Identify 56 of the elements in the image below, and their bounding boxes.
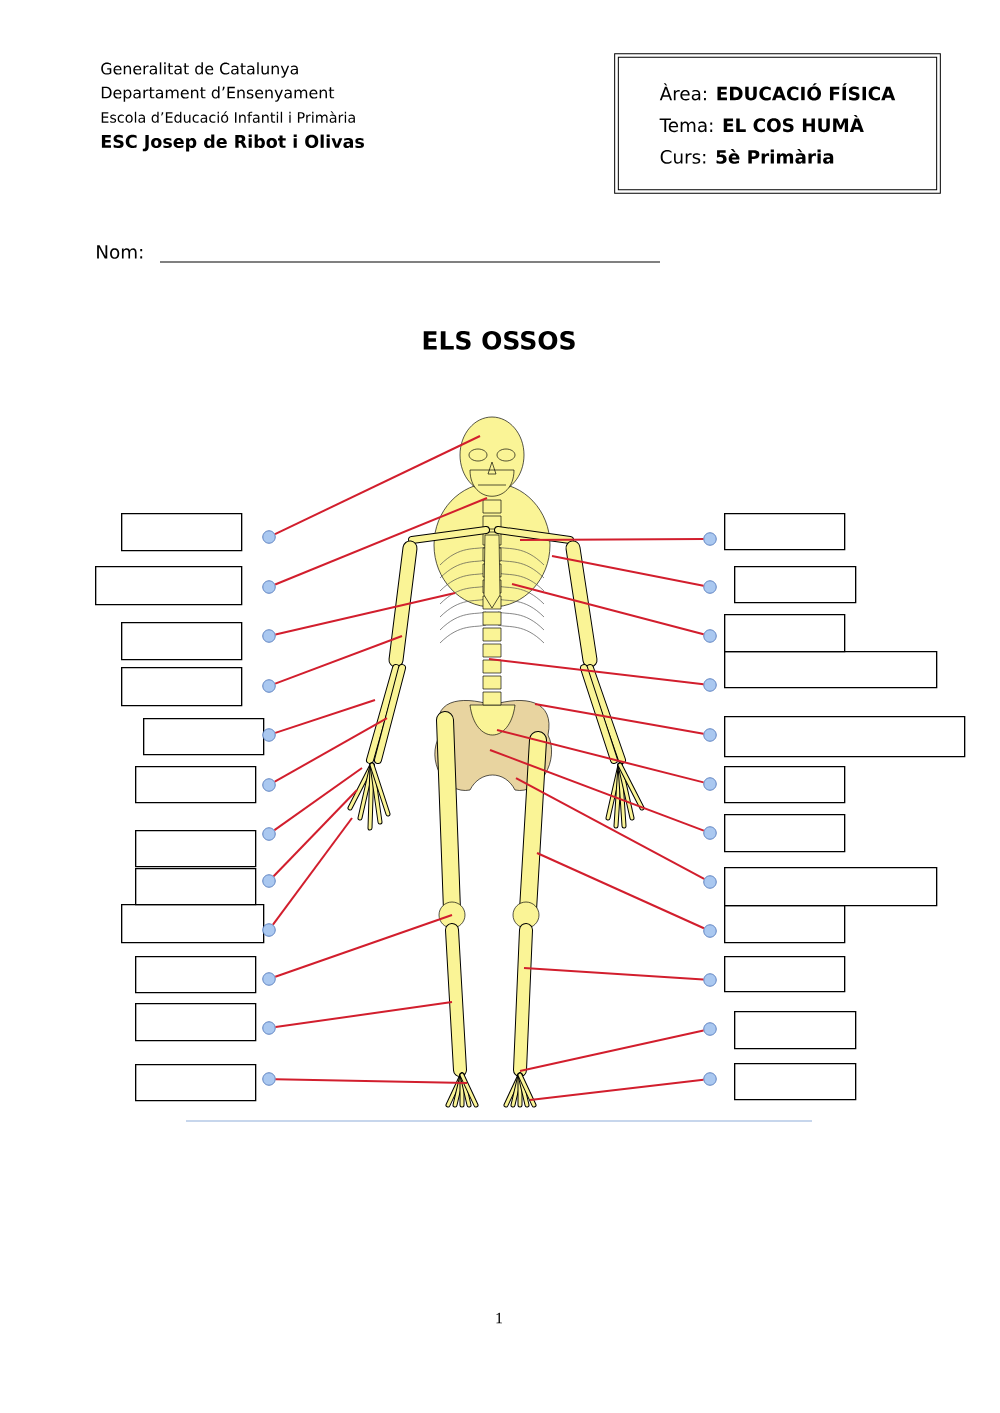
leader-line (274, 497, 488, 586)
answer-box (121, 667, 243, 707)
leader-line (274, 914, 453, 978)
leader-line (496, 729, 705, 784)
header-text: Departament d’Ensenyament (101, 86, 335, 102)
leader-line (274, 435, 481, 536)
leader-line (274, 635, 403, 685)
answer-box (724, 766, 846, 804)
answer-box (135, 1003, 257, 1042)
leader-line (519, 538, 705, 541)
leader-line (488, 658, 705, 686)
answer-box (121, 904, 265, 944)
answer-box (734, 566, 857, 604)
leader-line (523, 967, 705, 981)
leader-line (519, 1029, 705, 1072)
field-label: Nom: (97, 245, 143, 259)
answer-box (724, 814, 846, 853)
answer-box (135, 766, 257, 804)
answer-box (135, 956, 257, 994)
leader-line (551, 555, 705, 587)
leader-line (511, 583, 705, 636)
leader-line (274, 592, 456, 636)
leader-line (274, 699, 376, 734)
answer-box (121, 513, 243, 552)
answer-box (121, 622, 243, 661)
answer-box (95, 566, 243, 606)
answer-box (724, 905, 846, 944)
leader-line (274, 1001, 453, 1029)
leader-line (274, 1078, 468, 1084)
leader-line (529, 1078, 705, 1101)
answer-box (135, 830, 257, 868)
answer-box (724, 614, 846, 653)
answer-box (724, 513, 846, 551)
school-name: ESC Josep de Ribot i Olivas (101, 134, 364, 152)
page-number: 1 (496, 1312, 502, 1324)
answer-box (135, 868, 257, 906)
answer-box (724, 956, 846, 993)
leader-line (272, 789, 358, 878)
leader-line (534, 703, 705, 735)
title: ELS OSSOS (423, 330, 575, 350)
leader-line (536, 852, 705, 930)
answer-box (724, 651, 938, 689)
leader-line (273, 767, 363, 832)
leader-line (273, 717, 388, 783)
answer-box (734, 1063, 857, 1101)
header-text: Escola d’Educació Infantil i Primària (101, 111, 355, 123)
answer-box (135, 1064, 257, 1102)
answer-box (724, 867, 938, 907)
answer-box (724, 716, 966, 758)
leader-line (489, 749, 705, 832)
leader-line (515, 777, 706, 880)
info-box: Àrea: EDUCACIÓ FÍSICA Tema: EL COS HUMÀ Curs: 5è Primària (614, 53, 941, 194)
header-text: Generalitat de Catalunya (101, 62, 298, 78)
leader-line (271, 817, 353, 926)
answer-box (734, 1011, 857, 1050)
answer-box (143, 718, 265, 756)
